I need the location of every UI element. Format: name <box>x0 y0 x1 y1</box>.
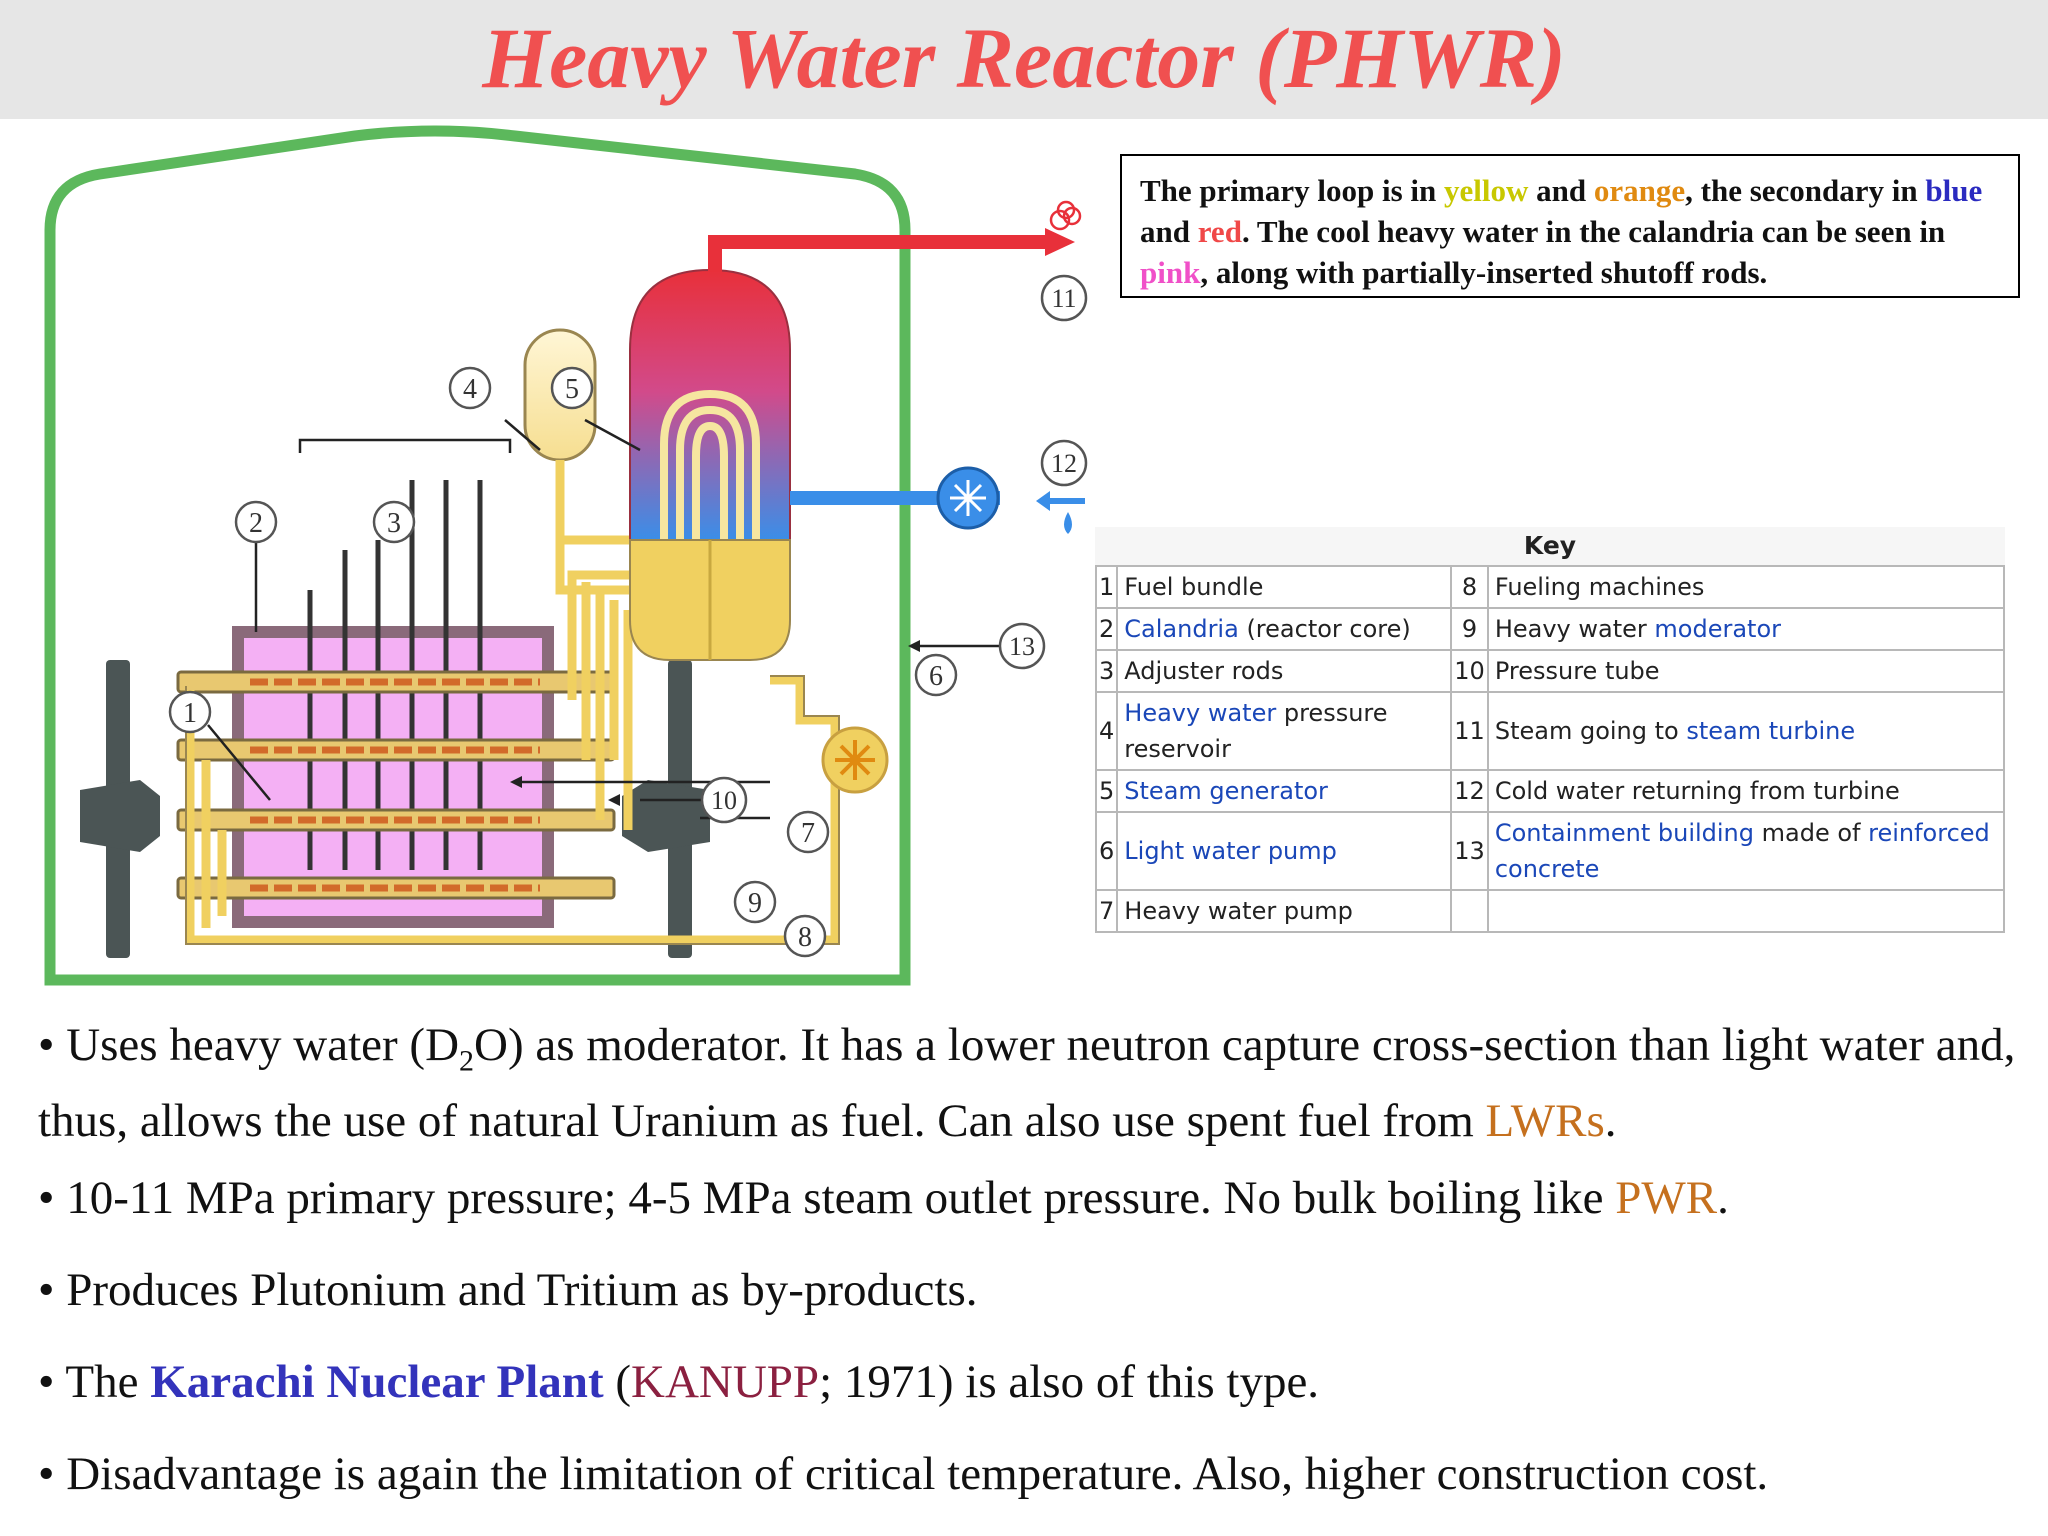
key-link[interactable]: moderator <box>1654 615 1781 643</box>
key-description: Heavy water moderator <box>1486 607 2006 651</box>
key-link[interactable]: reinforced concrete <box>1494 819 1990 883</box>
key-number: 10 <box>1450 649 1489 693</box>
key-number: 4 <box>1094 691 1119 771</box>
key-number: 5 <box>1094 769 1119 813</box>
fueling-machine-left <box>80 660 160 958</box>
key-text: pressure reservoir <box>1124 699 1388 763</box>
key-description: Containment building made of reinforced … <box>1486 811 2006 891</box>
steam-generator-tubes <box>660 389 760 550</box>
key-text: Fueling machines <box>1494 573 1705 601</box>
callout-10-label: 10 <box>711 786 737 815</box>
title-bar <box>0 0 2048 119</box>
key-number: 6 <box>1094 811 1119 891</box>
phwr-diagram: 1 2 3 4 5 6 7 8 9 10 11 12 13 <box>44 125 1088 986</box>
key-number <box>1450 889 1489 933</box>
legend-note: The primary loop is in yellow and orange… <box>1120 154 2020 298</box>
key-number: 11 <box>1450 691 1489 771</box>
key-description: Cold water returning from turbine <box>1486 769 2006 813</box>
callout-4-label: 4 <box>463 374 477 405</box>
key-link[interactable]: Steam generator <box>1124 777 1328 805</box>
key-number: 12 <box>1450 769 1489 813</box>
key-text: Heavy water <box>1494 615 1655 643</box>
bullet-3: • Produces Plutonium and Tritium as by-p… <box>38 1264 978 1316</box>
key-description: Calandria (reactor core) <box>1116 607 1453 651</box>
key-number: 9 <box>1450 607 1489 651</box>
key-text: made of <box>1754 819 1869 847</box>
key-number: 2 <box>1094 607 1119 651</box>
kanupp-link[interactable]: KANUPP <box>631 1356 820 1408</box>
callout-8-label: 8 <box>798 922 812 953</box>
key-description <box>1486 889 2006 933</box>
steam-line <box>708 235 1045 272</box>
key-description: Steam generator <box>1116 769 1453 813</box>
key-description: Adjuster rods <box>1116 649 1453 693</box>
bullet-4: • The Karachi Nuclear Plant (KANUPP; 197… <box>38 1356 1320 1408</box>
key-link[interactable]: Calandria <box>1124 615 1239 643</box>
key-description: Steam going to steam turbine <box>1486 691 2006 771</box>
key-description: Fuel bundle <box>1116 565 1453 609</box>
key-number: 8 <box>1450 565 1489 609</box>
key-description: Fueling machines <box>1486 565 2006 609</box>
bullet-2: • 10-11 MPa primary pressure; 4-5 MPa st… <box>38 1172 1729 1224</box>
bullet-5: • Disadvantage is again the limitation o… <box>38 1448 1769 1500</box>
key-description: Heavy water pressure reservoir <box>1116 691 1453 771</box>
callout-1-label: 1 <box>183 698 197 729</box>
key-description: Light water pump <box>1116 811 1453 891</box>
key-text: Heavy water pump <box>1124 897 1353 925</box>
key-description: Heavy water pump <box>1116 889 1453 933</box>
key-number: 3 <box>1094 649 1119 693</box>
key-text: Steam going to <box>1494 717 1687 745</box>
key-number: 13 <box>1450 811 1489 891</box>
bullet-1: • Uses heavy water (D2O) as moderator. I… <box>38 1019 2016 1148</box>
karachi-plant-link[interactable]: Karachi Nuclear Plant <box>150 1356 604 1408</box>
key-text: Pressure tube <box>1494 657 1660 685</box>
lwrs-link[interactable]: LWRs <box>1485 1095 1605 1148</box>
callout-3-label: 3 <box>387 508 401 539</box>
key-text: Adjuster rods <box>1124 657 1284 685</box>
callout-6-label: 6 <box>929 661 943 692</box>
callout-2-label: 2 <box>249 508 263 539</box>
steam-icon <box>1049 200 1082 231</box>
key-link[interactable]: Light water pump <box>1124 837 1337 865</box>
callout-12-label: 12 <box>1051 449 1077 478</box>
steam-generator <box>629 268 791 541</box>
key-link[interactable]: Heavy water <box>1124 699 1277 727</box>
key-number: 1 <box>1094 565 1119 609</box>
fuel-bundles <box>250 678 540 892</box>
key-number: 7 <box>1094 889 1119 933</box>
callout-7-label: 7 <box>801 818 815 849</box>
key-description: Pressure tube <box>1486 649 2006 693</box>
key-link[interactable]: steam turbine <box>1686 717 1856 745</box>
primary-loop-outline <box>185 675 840 945</box>
pwr-link[interactable]: PWR <box>1615 1172 1718 1224</box>
key-text: (reactor core) <box>1238 615 1411 643</box>
callout-9-label: 9 <box>748 888 762 919</box>
key-link[interactable]: Containment building <box>1494 819 1754 847</box>
key-text: Fuel bundle <box>1124 573 1264 601</box>
key-text: Cold water returning from turbine <box>1494 777 1900 805</box>
callout-5-label: 5 <box>565 374 579 405</box>
key-title: Key <box>1095 527 2005 565</box>
callout-11-label: 11 <box>1051 284 1076 313</box>
slide-title: Heavy Water Reactor (PHWR) <box>482 10 1566 106</box>
fueling-machine-right <box>622 660 710 958</box>
callout-1 <box>168 690 212 734</box>
callout-13-label: 13 <box>1009 632 1035 661</box>
